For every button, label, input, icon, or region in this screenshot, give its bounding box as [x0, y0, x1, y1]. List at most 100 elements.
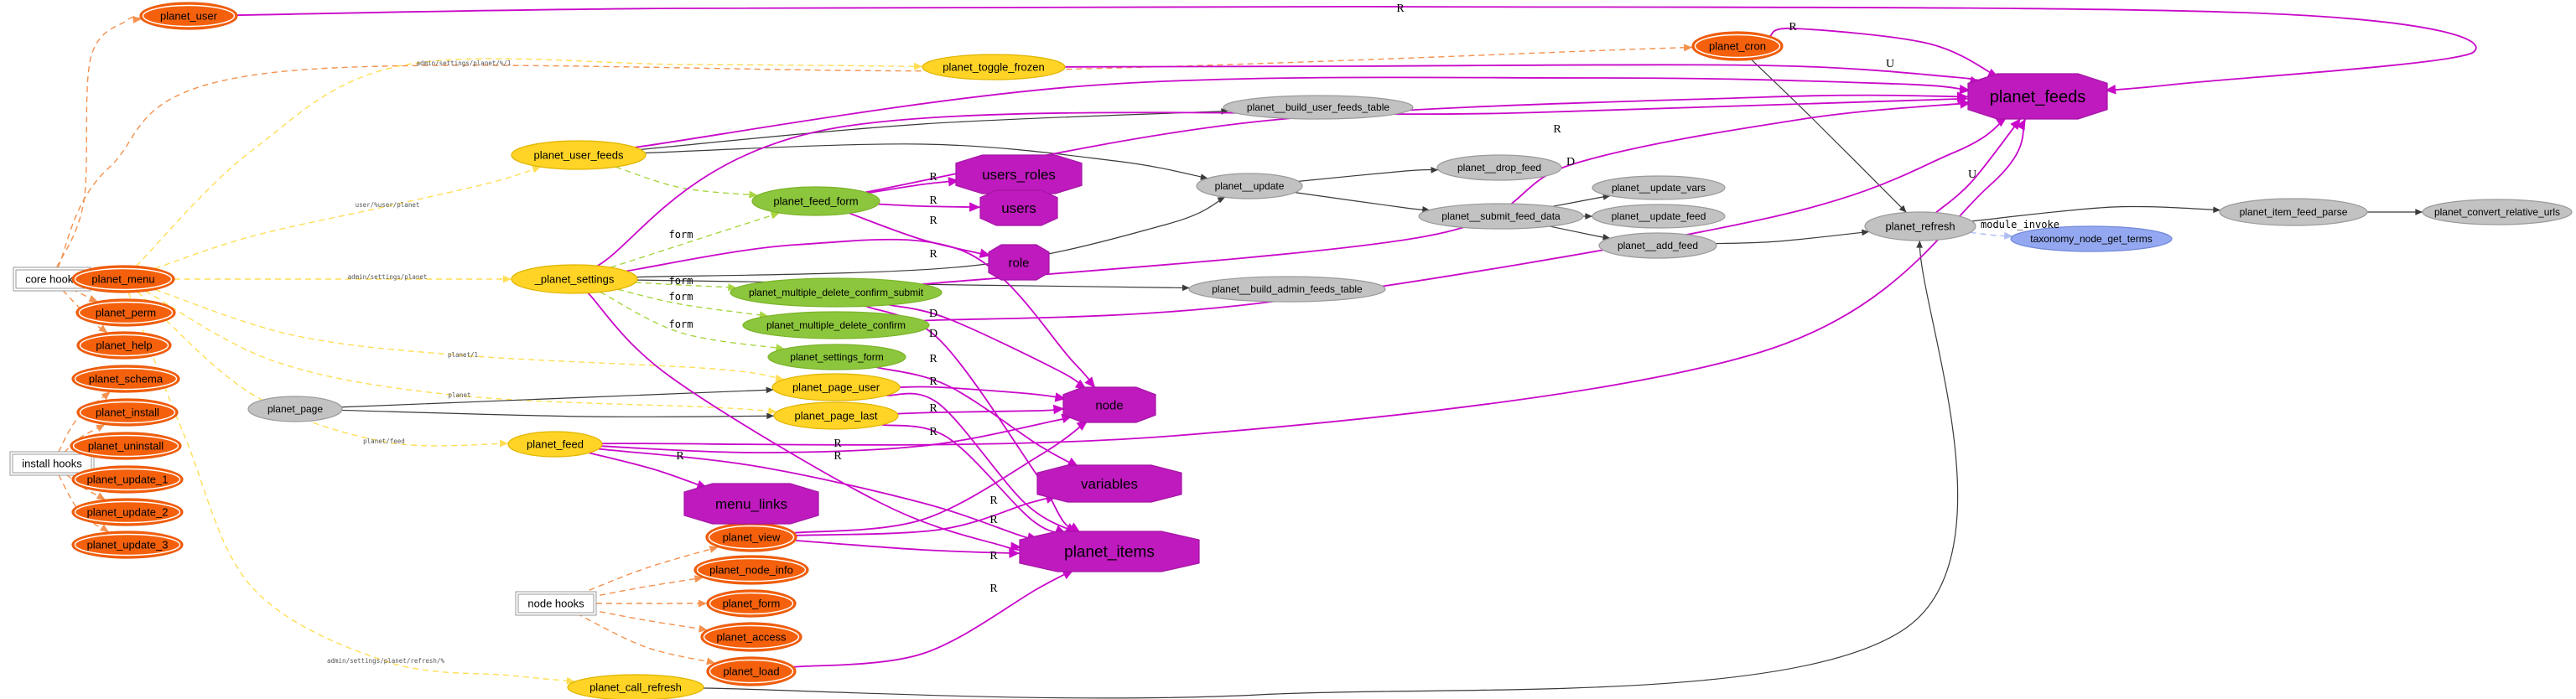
edge-planet_menu-planet_page_last: [145, 290, 777, 415]
edge-planet__submit_feed_data-planet__add_feed: [1550, 225, 1611, 241]
node-variables: variables: [1036, 464, 1182, 503]
node-label-core_hooks: core hooks: [25, 273, 79, 286]
node-menu_links: menu_links: [683, 483, 819, 525]
edge-label: R: [989, 550, 998, 562]
node-planet_toggle_frozen: planet_toggle_frozen: [922, 54, 1066, 80]
node-label-planet__build_admin_feeds_table: planet__build_admin_feeds_table: [1212, 283, 1363, 295]
edge-_planet_settings-planet_settings_form: [600, 291, 785, 352]
node-label-planet_help: planet_help: [96, 339, 152, 352]
edge-label: R: [929, 375, 937, 388]
node-label-planet_load: planet_load: [723, 665, 779, 678]
node-label-_planet_settings: _planet_settings: [534, 273, 615, 286]
edge-_planet_settings-planet_feeds: [597, 94, 1969, 267]
node-planet_load: planet_load: [706, 656, 797, 686]
node-planet__add_feed: planet__add_feed: [1598, 232, 1717, 259]
node-label-planet_toggle_frozen: planet_toggle_frozen: [943, 61, 1044, 74]
edge-label: D: [929, 328, 937, 340]
edge-label: R: [929, 402, 937, 415]
edge-planet_page-planet_page_user: [341, 386, 774, 408]
node-label-planet__update: planet__update: [1215, 180, 1285, 192]
node-label-install_hooks: install hooks: [22, 458, 82, 470]
node-label-planet_view: planet_view: [723, 531, 781, 544]
edge-planet_menu-planet_page_user: [154, 288, 785, 382]
node-label-planet__add_feed: planet__add_feed: [1618, 240, 1698, 251]
edge-planet_cron-planet_refresh: [1751, 59, 1907, 213]
node-label-planet_update_2: planet_update_2: [87, 506, 169, 519]
edge-label: R: [929, 426, 937, 438]
edge-label: planet: [448, 391, 470, 399]
node-users: users: [979, 189, 1058, 226]
node-label-planet_call_refresh: planet_call_refresh: [589, 681, 682, 694]
edge-_planet_settings-planet_multiple_delete_confirm: [617, 288, 769, 319]
node-planet__build_admin_feeds_table: planet__build_admin_feeds_table: [1188, 276, 1386, 303]
node-label-role: role: [1008, 256, 1029, 270]
node-planet_call_refresh: planet_call_refresh: [567, 674, 704, 699]
node-planet__submit_feed_data: planet__submit_feed_data: [1418, 203, 1584, 230]
edge-label: R: [989, 582, 998, 595]
node-planet__build_user_feeds_table: planet__build_user_feeds_table: [1223, 95, 1414, 120]
edge-planet_user_feeds-planet_feeds: [635, 76, 1971, 148]
node-label-planet_page_last: planet_page_last: [794, 410, 877, 422]
edge-planet_menu-planet_user_feeds: [154, 165, 542, 270]
edge-planet_view-node: [794, 419, 1088, 534]
edge-label: U: [1886, 58, 1894, 70]
edge-planet_refresh-planet_item_feed_parse: [1971, 205, 2221, 222]
node-label-planet_items: planet_items: [1064, 544, 1155, 562]
node-label-planet_perm: planet_perm: [96, 307, 156, 319]
node-planet_uninstall: planet_uninstall: [70, 432, 182, 460]
edge-_planet_settings-planet__build_admin_feeds_table: [636, 279, 1190, 292]
edge-planet__add_feed-planet_refresh: [1716, 229, 1870, 245]
edge-label: R: [1553, 123, 1561, 136]
edge-planet_cron-planet_feeds: [1769, 27, 2000, 79]
node-label-taxonomy_node_get_terms: taxonomy_node_get_terms: [2030, 233, 2152, 245]
node-planet_access: planet_access: [700, 622, 802, 652]
edge-planet_call_refresh-planet_refresh: [703, 240, 1959, 699]
edge-_planet_settings-planet__update: [636, 196, 1226, 278]
node-label-planet__build_user_feeds_table: planet__build_user_feeds_table: [1247, 101, 1389, 113]
node-planet_update_3: planet_update_3: [71, 531, 184, 559]
node-_planet_settings: _planet_settings: [511, 264, 638, 294]
edge-_planet_settings-node: [626, 238, 1096, 389]
node-planet_update_2: planet_update_2: [71, 498, 184, 526]
edge-planet_page-planet_page_last: [341, 409, 775, 420]
edge-_planet_settings-planet_items: [587, 292, 1022, 552]
node-label-planet_update_1: planet_update_1: [87, 474, 169, 486]
node-planet_feeds: planet_feeds: [1967, 73, 2108, 120]
edge-core_hooks-planet_user: [56, 15, 142, 268]
node-label-planet__drop_feed: planet__drop_feed: [1457, 162, 1541, 173]
node-core_hooks: core hooks: [13, 267, 91, 292]
node-planet_node_info: planet_node_info: [693, 555, 809, 585]
node-label-planet__update_vars: planet__update_vars: [1612, 182, 1706, 194]
node-label-node: node: [1095, 398, 1123, 412]
edge-label: D: [929, 308, 937, 320]
edge-planet_feed-planet_items: [598, 448, 1039, 542]
node-label-planet_multiple_delete_confirm: planet_multiple_delete_confirm: [766, 319, 906, 331]
node-label-planet_page: planet_page: [267, 403, 323, 415]
node-label-variables: variables: [1081, 476, 1138, 492]
edge-planet_view-variables: [796, 494, 1057, 536]
edge-label: U: [1968, 168, 1976, 181]
edge-planet_feed-planet_feeds: [601, 118, 2027, 446]
edge-label: R: [929, 194, 937, 207]
node-install_hooks: install hooks: [9, 451, 95, 476]
node-label-planet_convert_relative_urls: planet_convert_relative_urls: [2434, 206, 2560, 218]
edge-label: D: [1566, 156, 1575, 168]
node-label-node_hooks: node hooks: [527, 598, 584, 610]
edge-label: R: [929, 171, 937, 184]
node-planet__drop_feed: planet__drop_feed: [1436, 154, 1562, 181]
edge-planet_feed-node: [601, 413, 1073, 453]
node-planet_cron: planet_cron: [1691, 31, 1784, 61]
node-users_roles: users_roles: [955, 154, 1083, 194]
edge-label: R: [989, 494, 998, 507]
node-planet_help: planet_help: [76, 331, 172, 360]
edge-label: form: [669, 291, 693, 303]
edge-core_hooks-planet_perm: [71, 288, 98, 303]
edge-core_hooks-planet_cron: [57, 44, 1715, 268]
edge-label: R: [1789, 21, 1797, 34]
edge-planet_user_feeds-planet__build_user_feeds_table: [640, 108, 1229, 150]
edge-planet_page_user-planet_items: [886, 392, 1078, 534]
edge-planet_settings_form-variables: [876, 366, 1079, 468]
edge-label: form: [669, 318, 693, 330]
node-planet_item_feed_parse: planet_item_feed_parse: [2219, 198, 2368, 226]
node-label-planet_access: planet_access: [716, 631, 787, 644]
